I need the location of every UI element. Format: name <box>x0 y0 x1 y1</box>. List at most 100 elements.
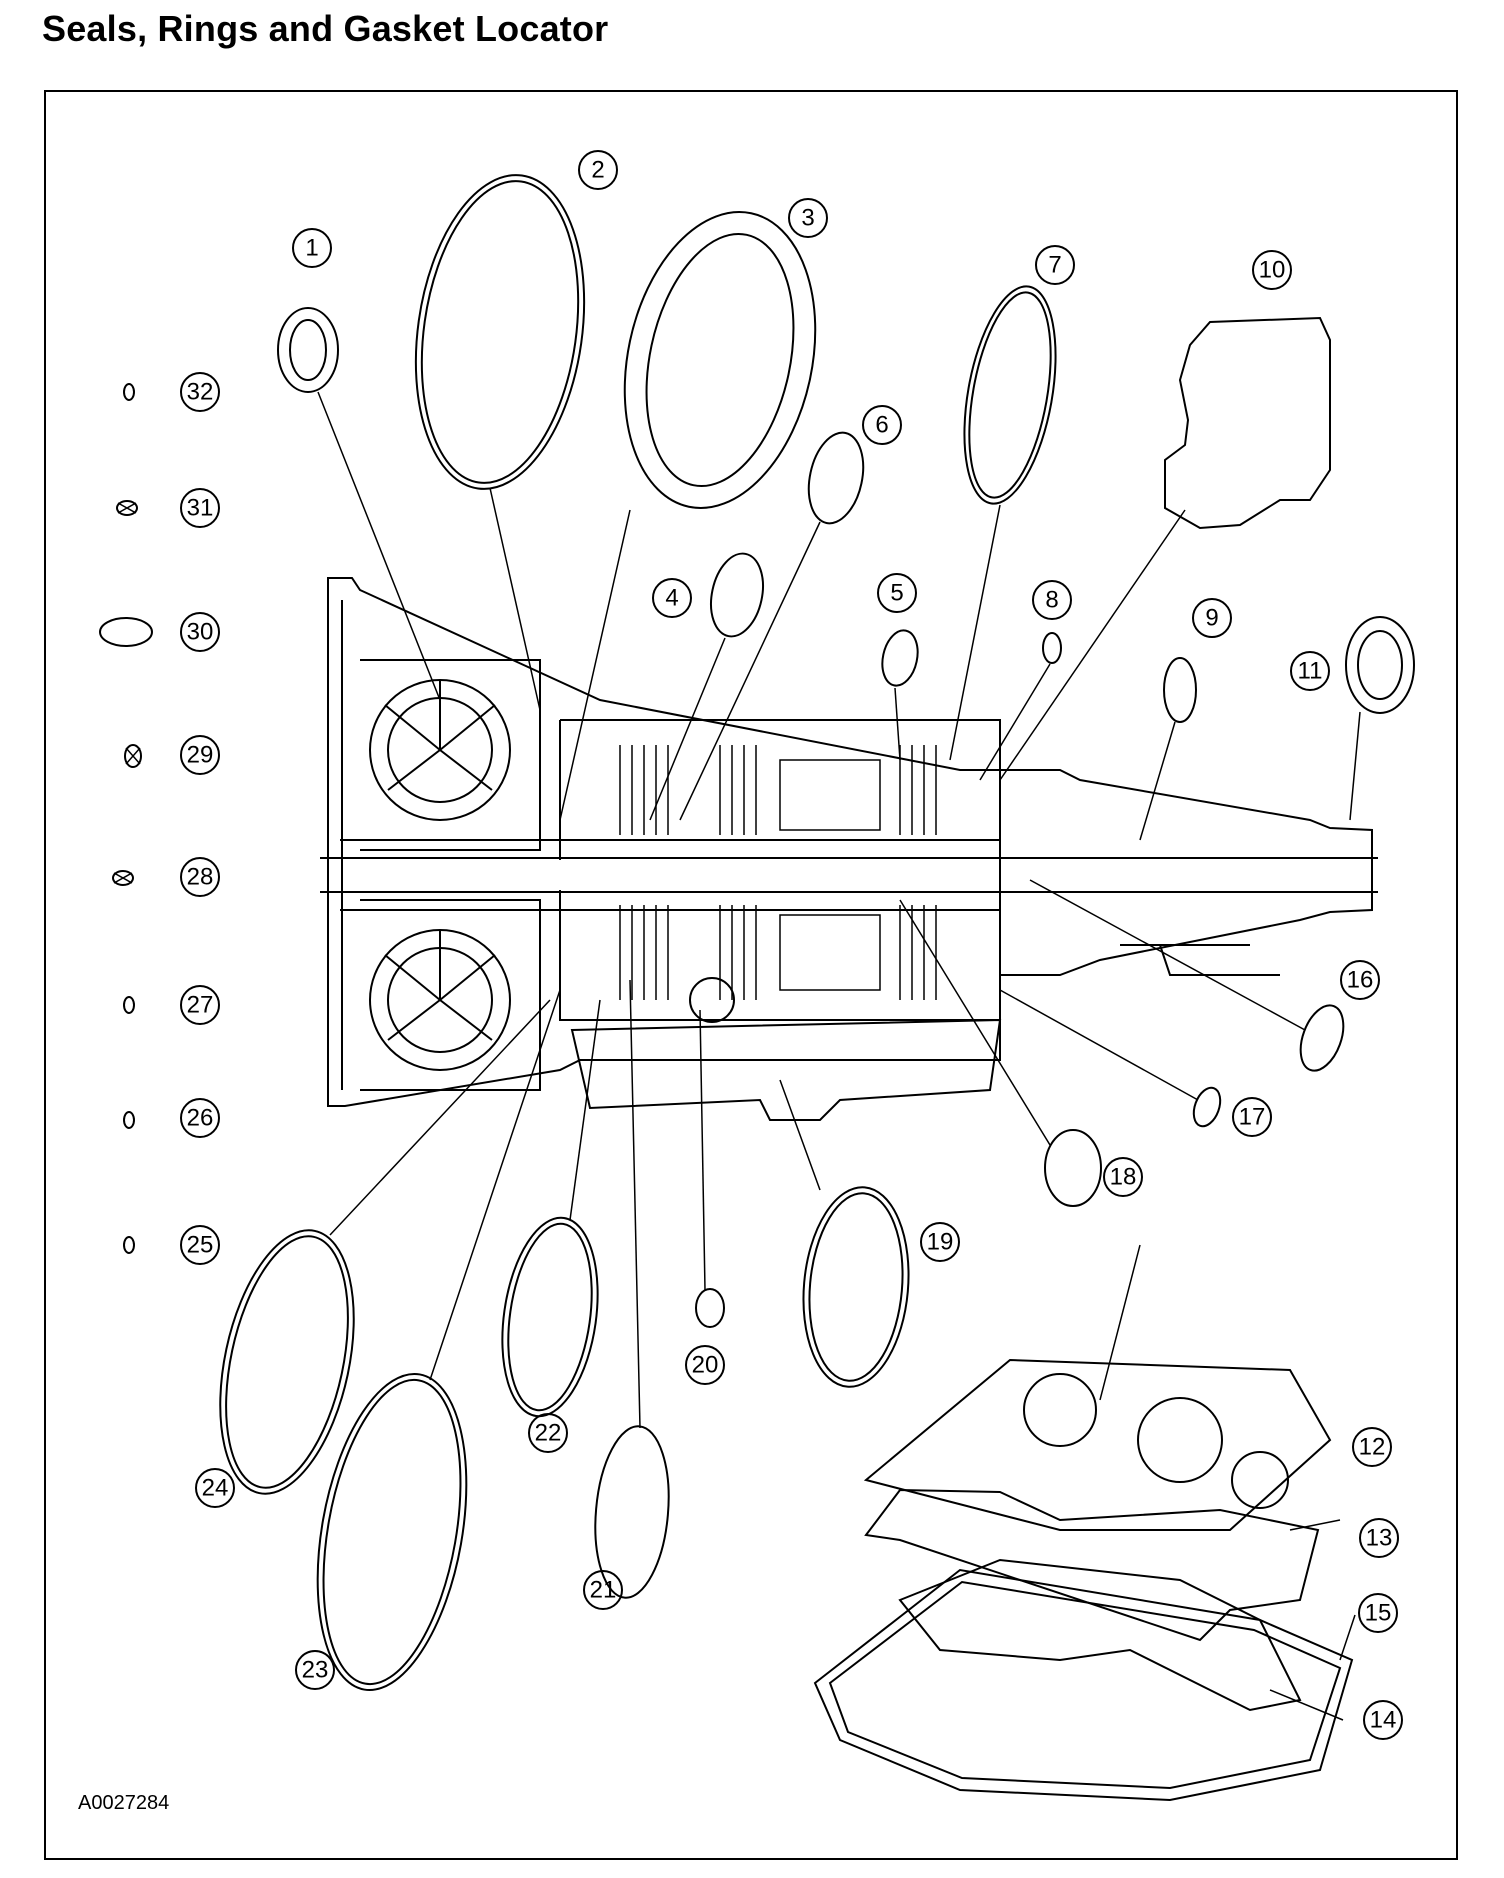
part-11-seal <box>1345 616 1415 714</box>
part-14-gasket <box>898 1558 1302 1712</box>
part-12-gasket <box>863 1358 1332 1531</box>
callout-32: 32 <box>180 372 220 412</box>
callout-28: 28 <box>180 857 220 897</box>
callout-11: 11 <box>1290 651 1330 691</box>
callout-label: 4 <box>665 585 678 612</box>
callout-label: 14 <box>1370 1707 1397 1734</box>
callout-label: 5 <box>890 580 903 607</box>
callout-label: 29 <box>187 742 214 769</box>
part-31-oring <box>116 500 138 516</box>
callout-label: 31 <box>187 495 214 522</box>
callout-8: 8 <box>1032 580 1072 620</box>
callout-7: 7 <box>1035 245 1075 285</box>
callout-19: 19 <box>920 1222 960 1262</box>
part-27-oring <box>123 996 135 1014</box>
part-3-gasket <box>623 211 817 509</box>
callout-13: 13 <box>1359 1518 1399 1558</box>
callout-label: 26 <box>187 1105 214 1132</box>
callout-label: 28 <box>187 864 214 891</box>
part-26-oring <box>123 1111 135 1129</box>
callout-21: 21 <box>583 1570 623 1610</box>
part-16-ring <box>1299 1004 1345 1072</box>
part-20-ring <box>695 1288 725 1328</box>
part-23-ring-inner <box>322 1378 462 1686</box>
callout-17: 17 <box>1232 1097 1272 1137</box>
callout-label: 27 <box>187 992 214 1019</box>
part-28-oring <box>112 870 134 886</box>
callout-label: 10 <box>1259 257 1286 284</box>
part-2-ring-inner <box>420 180 580 484</box>
part-29-oring <box>124 744 142 768</box>
callout-26: 26 <box>180 1098 220 1138</box>
part-17-ring <box>1192 1086 1222 1128</box>
callout-15: 15 <box>1358 1593 1398 1633</box>
callout-label: 3 <box>801 205 814 232</box>
callout-10: 10 <box>1252 250 1292 290</box>
callout-label: 24 <box>202 1475 229 1502</box>
callout-label: 6 <box>875 412 888 439</box>
callout-9: 9 <box>1192 598 1232 638</box>
callout-label: 22 <box>535 1420 562 1447</box>
part-22-ring <box>501 1216 599 1418</box>
callout-5: 5 <box>877 573 917 613</box>
part-6-ring <box>807 431 865 525</box>
part-22-ring-inner <box>507 1222 593 1412</box>
diagram-frame <box>44 90 1458 1860</box>
part-24-ring-inner <box>225 1235 349 1489</box>
callout-4: 4 <box>652 578 692 618</box>
part-23-ring <box>316 1372 468 1692</box>
part-5-seal <box>881 629 919 687</box>
part-19-ring-inner <box>808 1192 904 1382</box>
callout-31: 31 <box>180 488 220 528</box>
callout-label: 17 <box>1239 1104 1266 1131</box>
callout-27: 27 <box>180 985 220 1025</box>
callout-1: 1 <box>292 228 332 268</box>
part-32-oring <box>123 383 135 401</box>
part-19-ring <box>802 1186 910 1388</box>
callout-label: 8 <box>1045 587 1058 614</box>
callout-22: 22 <box>528 1413 568 1453</box>
callout-label: 2 <box>591 157 604 184</box>
callout-label: 12 <box>1359 1434 1386 1461</box>
callout-2: 2 <box>578 150 618 190</box>
part-18-ring <box>1044 1129 1102 1207</box>
part-25-oring <box>123 1236 135 1254</box>
callout-label: 32 <box>187 379 214 406</box>
callout-label: 19 <box>927 1229 954 1256</box>
part-7-ring-inner <box>968 291 1052 499</box>
callout-23: 23 <box>295 1650 335 1690</box>
part-7-ring <box>963 285 1057 505</box>
callout-label: 21 <box>590 1577 617 1604</box>
callouts: 1 2 3 4 5 6 7 8 9 10 11 12 13 14 15 16 1… <box>180 150 1403 1740</box>
part-9-ring <box>1163 657 1197 723</box>
part-24-ring <box>219 1229 355 1495</box>
callout-25: 25 <box>180 1225 220 1265</box>
part-21-ring <box>594 1425 670 1599</box>
callout-6: 6 <box>862 405 902 445</box>
callout-3: 3 <box>788 198 828 238</box>
part-13-plate <box>864 1488 1320 1642</box>
part-15-pan-gasket-inner <box>828 1580 1342 1790</box>
part-30-oring <box>99 617 153 647</box>
callout-label: 23 <box>302 1657 329 1684</box>
figure-id: A0027284 <box>78 1792 170 1814</box>
callout-20: 20 <box>685 1345 725 1385</box>
callout-label: 11 <box>1298 658 1323 685</box>
page-title: Seals, Rings and Gasket Locator <box>42 8 609 49</box>
part-1-seal <box>277 307 339 393</box>
part-4-ring <box>710 552 764 638</box>
callout-12: 12 <box>1352 1427 1392 1467</box>
callout-14: 14 <box>1363 1700 1403 1740</box>
callout-30: 30 <box>180 612 220 652</box>
callout-label: 15 <box>1365 1600 1392 1627</box>
callout-24: 24 <box>195 1468 235 1508</box>
callout-16: 16 <box>1340 960 1380 1000</box>
callout-label: 16 <box>1347 967 1374 994</box>
part-2-ring <box>414 174 586 490</box>
part-10-gasket <box>1164 316 1331 530</box>
part-15-pan-gasket <box>813 1568 1354 1802</box>
callout-label: 30 <box>187 619 214 646</box>
callout-label: 1 <box>305 235 318 262</box>
callout-18: 18 <box>1103 1157 1143 1197</box>
